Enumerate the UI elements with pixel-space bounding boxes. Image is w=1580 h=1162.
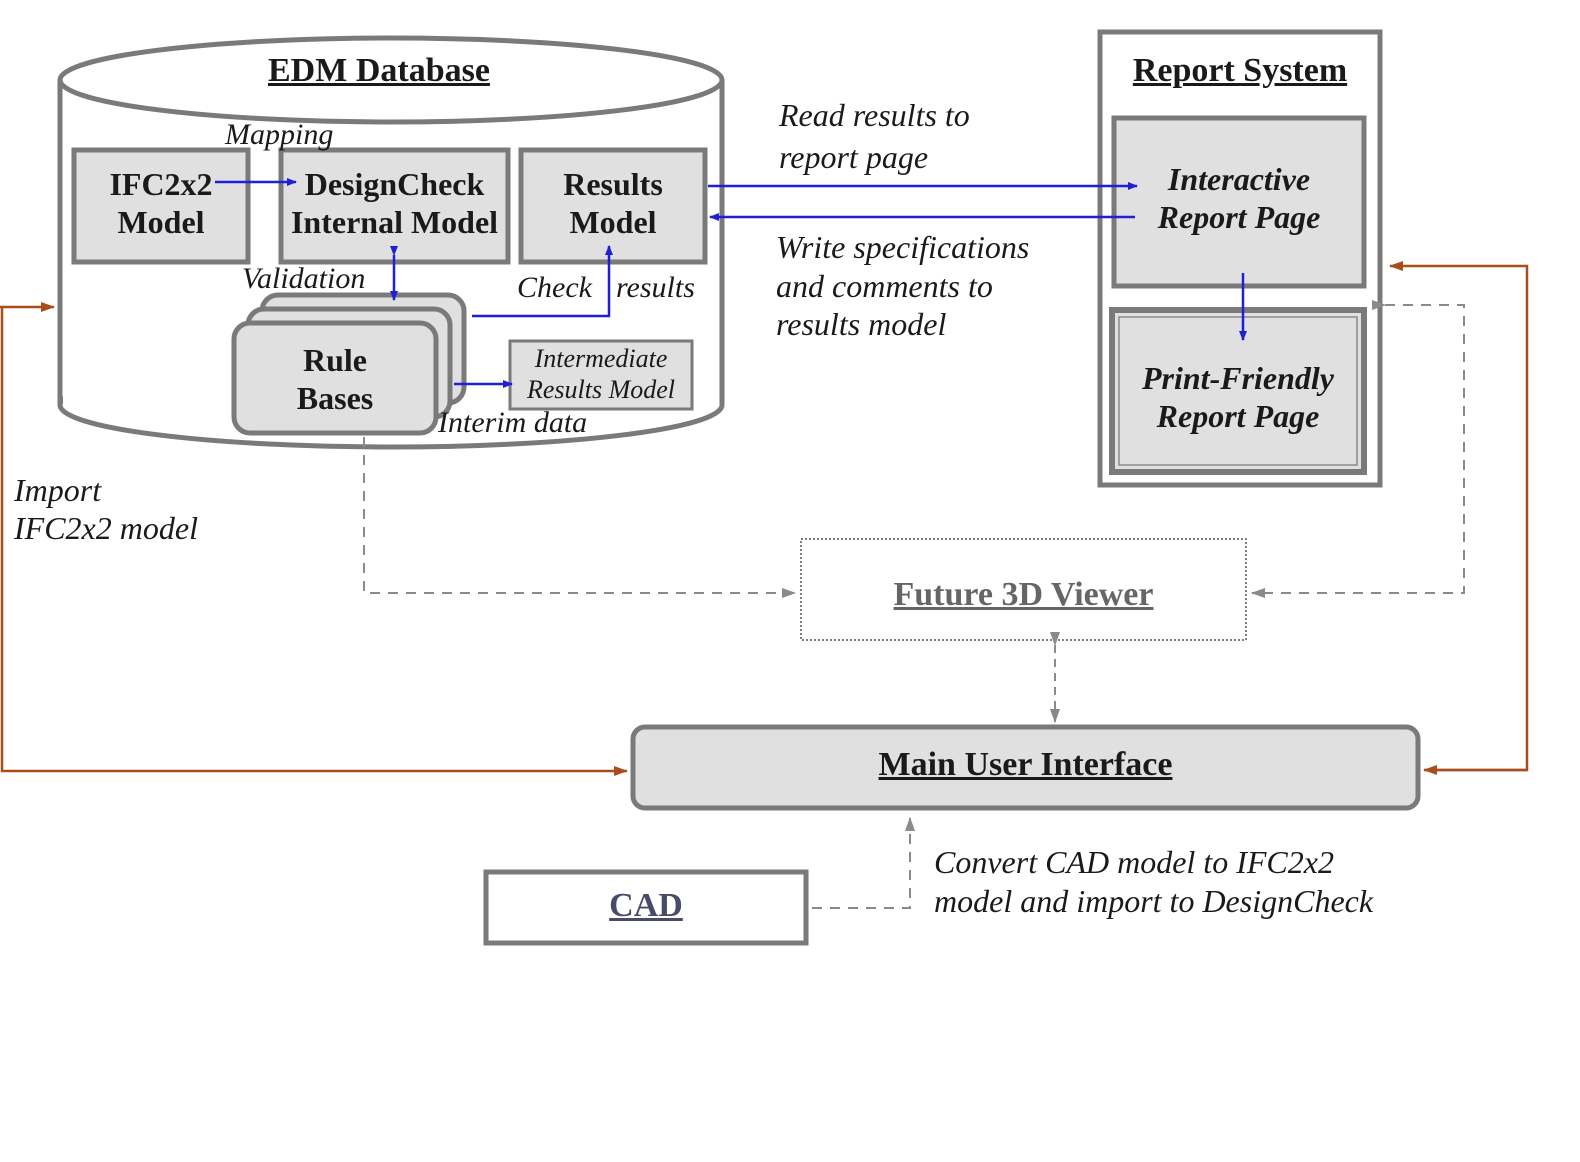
import-line1: Import xyxy=(14,472,102,508)
ui-report-arrow xyxy=(1389,261,1529,772)
future-viewer-box xyxy=(800,538,1247,641)
report-system-title: Report System xyxy=(1132,52,1348,89)
convert-cad-line1: Convert CAD model to IFC2x2 xyxy=(934,844,1334,880)
validation-label: Validation xyxy=(242,262,366,295)
ifc-model-box xyxy=(71,147,251,265)
rule-bases-stack xyxy=(231,292,467,436)
read-results-line2: report page xyxy=(779,139,929,175)
report-to-viewer-arrow xyxy=(1251,300,1465,598)
main-ui-label: Main User Interface xyxy=(878,746,1173,783)
read-results-line1: Read results to xyxy=(779,97,970,133)
intermediate-line1: Intermediate xyxy=(534,344,668,373)
results-model-line1: Results xyxy=(563,166,663,202)
designcheck-line1: DesignCheck xyxy=(304,166,485,202)
cad-label: CAD xyxy=(609,887,683,924)
results-model-line2: Model xyxy=(569,204,657,240)
rule-bases-line1: Rule xyxy=(303,342,367,378)
interactive-line1: Interactive xyxy=(1167,161,1311,197)
write-specs-line2: and comments to xyxy=(776,268,993,304)
write-specs-line3: results model xyxy=(776,306,947,342)
print-friendly-line1: Print-Friendly xyxy=(1141,360,1334,396)
future-viewer-label: Future 3D Viewer xyxy=(893,576,1154,613)
import-line2: IFC2x2 model xyxy=(14,510,198,546)
print-friendly-line2: Report Page xyxy=(1156,398,1320,434)
rule-bases-line2: Bases xyxy=(296,380,374,416)
check-results-arrow xyxy=(472,245,613,318)
check-label: Check xyxy=(517,271,592,304)
results-model-box xyxy=(518,147,708,265)
import-ifc-arrow xyxy=(0,305,628,776)
rule-to-viewer-arrow xyxy=(363,437,796,598)
results-label: results xyxy=(616,271,695,304)
interactive-report-box xyxy=(1111,115,1367,289)
ifc-model-line1: IFC2x2 xyxy=(109,166,213,202)
cad-to-ui-arrow xyxy=(812,817,915,909)
mapping-label: Mapping xyxy=(225,118,334,151)
interactive-line2: Report Page xyxy=(1157,199,1321,235)
edm-database-title: EDM Database xyxy=(268,52,490,89)
intermediate-results-box xyxy=(508,339,694,411)
intermediate-line2: Results Model xyxy=(526,375,676,404)
convert-cad-line2: model and import to DesignCheck xyxy=(934,883,1374,919)
main-ui-box xyxy=(630,724,1421,811)
write-specs-line1: Write specifications xyxy=(776,229,1030,265)
designcheck-line2: Internal Model xyxy=(290,204,499,240)
interim-data-label: Interim data xyxy=(438,406,588,439)
cad-box xyxy=(483,869,809,946)
ifc-model-line2: Model xyxy=(117,204,205,240)
